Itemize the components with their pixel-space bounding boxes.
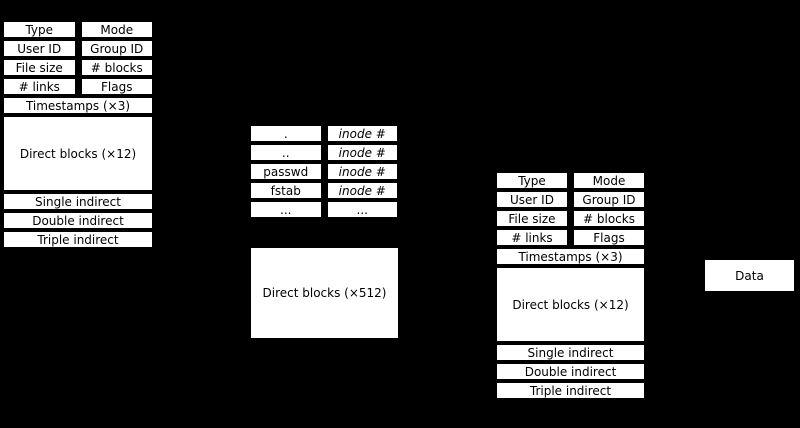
inode-field-direct-blocks: Direct blocks (×12): [495, 266, 646, 343]
dir-entry-name: fstab: [249, 181, 323, 200]
inode-field-group-id: Group ID: [79, 39, 154, 58]
inode-field-num-blocks: # blocks: [572, 209, 646, 228]
inode-field-flags: Flags: [79, 77, 154, 96]
inode-field-type: Type: [2, 20, 77, 39]
data-box: Data: [703, 258, 796, 293]
inode-field-triple-indirect: Triple indirect: [495, 381, 646, 400]
inode-field-num-links: # links: [495, 228, 569, 247]
dir-entry-inode: inode #: [325, 143, 399, 162]
inode-field-type: Type: [495, 171, 569, 190]
inode-field-single-indirect: Single indirect: [495, 343, 646, 362]
direct-blocks-512-box: Direct blocks (×512): [249, 246, 400, 340]
inode-field-direct-blocks: Direct blocks (×12): [2, 115, 154, 192]
inode-field-file-size: File size: [495, 209, 569, 228]
inode-field-double-indirect: Double indirect: [2, 211, 154, 230]
data-box-label: Data: [735, 268, 764, 283]
inode-field-num-blocks: # blocks: [79, 58, 154, 77]
inode-table-left: Type Mode User ID Group ID File size # b…: [2, 20, 154, 249]
inode-field-group-id: Group ID: [572, 190, 646, 209]
inode-field-timestamps: Timestamps (×3): [495, 247, 646, 266]
dir-entry-name: .: [249, 124, 323, 143]
inode-table-right: Type Mode User ID Group ID File size # b…: [495, 171, 646, 400]
dir-entry-inode: inode #: [325, 124, 399, 143]
dir-entry-inode: ...: [325, 200, 399, 219]
inode-field-triple-indirect: Triple indirect: [2, 230, 154, 249]
directory-table: . inode # .. inode # passwd inode # fsta…: [249, 124, 399, 219]
direct-blocks-512-label: Direct blocks (×512): [262, 286, 387, 300]
inode-field-user-id: User ID: [2, 39, 77, 58]
inode-field-mode: Mode: [572, 171, 646, 190]
inode-field-file-size: File size: [2, 58, 77, 77]
inode-field-double-indirect: Double indirect: [495, 362, 646, 381]
inode-field-mode: Mode: [79, 20, 154, 39]
dir-entry-inode: inode #: [325, 162, 399, 181]
inode-field-num-links: # links: [2, 77, 77, 96]
dir-entry-name: passwd: [249, 162, 323, 181]
inode-field-single-indirect: Single indirect: [2, 192, 154, 211]
dir-entry-inode: inode #: [325, 181, 399, 200]
inode-field-timestamps: Timestamps (×3): [2, 96, 154, 115]
inode-field-flags: Flags: [572, 228, 646, 247]
dir-entry-name: ..: [249, 143, 323, 162]
inode-field-user-id: User ID: [495, 190, 569, 209]
dir-entry-name: ...: [249, 200, 323, 219]
